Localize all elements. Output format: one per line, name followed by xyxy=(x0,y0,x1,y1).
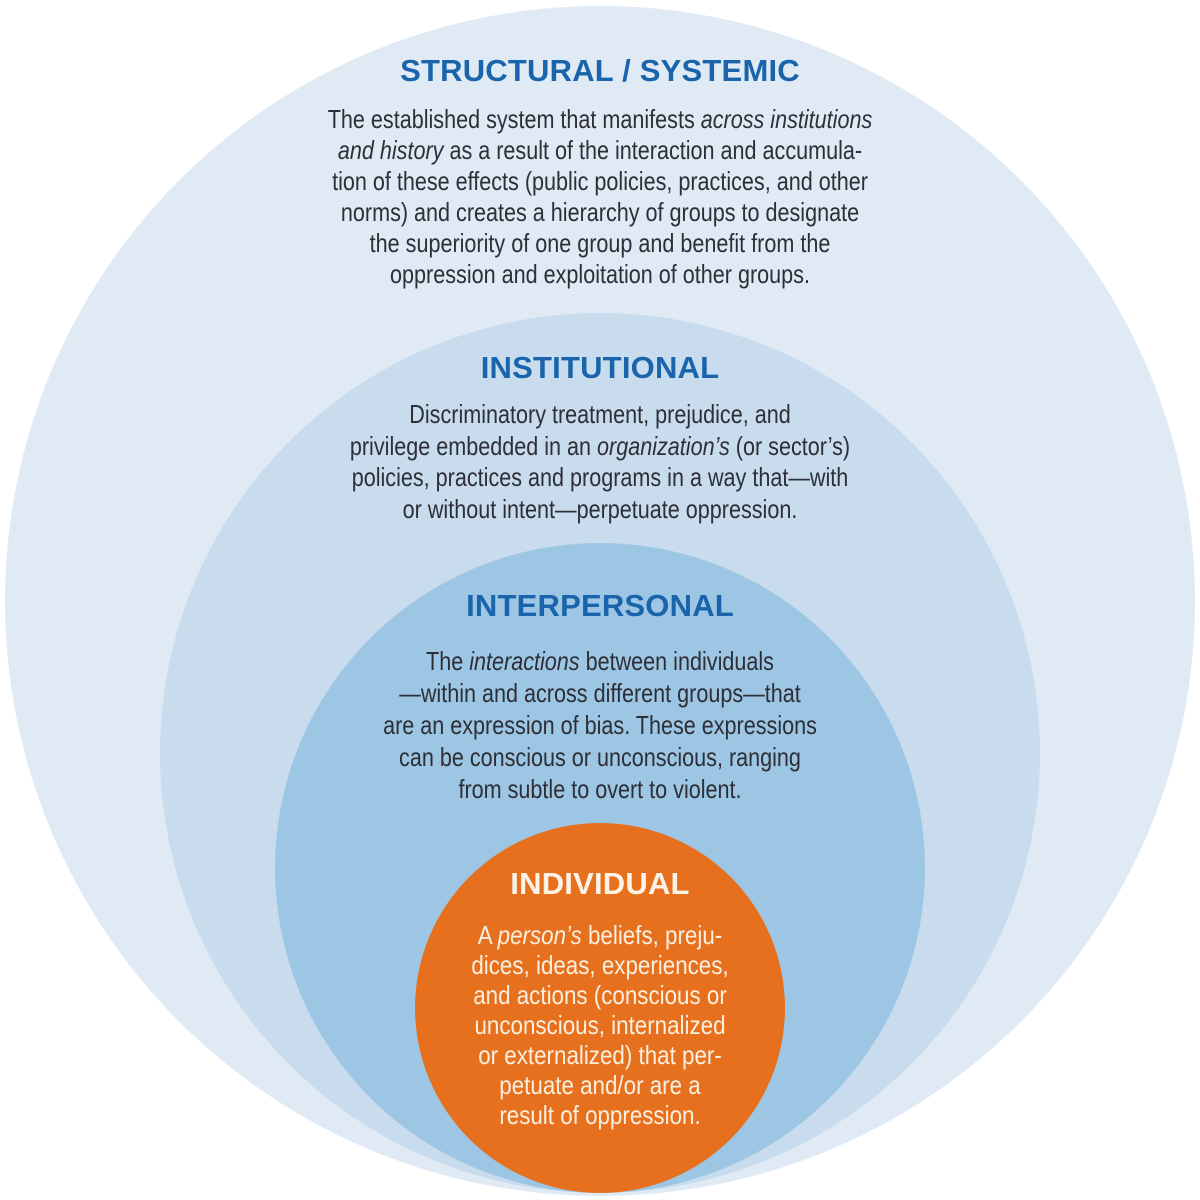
interpersonal-title: INTERPERSONAL xyxy=(466,588,734,623)
structural-systemic-title: STRUCTURAL / SYSTEMIC xyxy=(400,53,800,88)
individual-circle xyxy=(415,823,785,1193)
interpersonal-description: The interactions between individuals—wit… xyxy=(383,646,817,804)
individual-description: A person’s beliefs, preju-dices, ideas, … xyxy=(471,920,729,1130)
institutional-title: INSTITUTIONAL xyxy=(480,350,720,385)
institutional-description: Discriminatory treatment, prejudice, and… xyxy=(349,399,851,524)
individual-title: INDIVIDUAL xyxy=(510,866,690,901)
structural-systemic-description: The established system that manifests ac… xyxy=(327,104,873,289)
